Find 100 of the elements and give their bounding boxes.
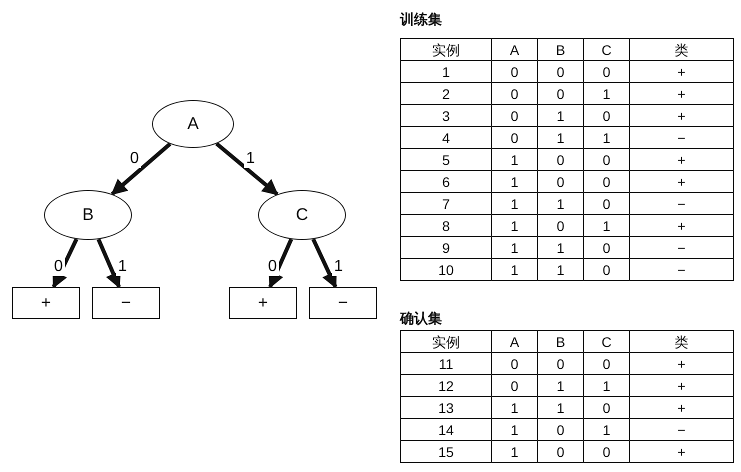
table-cell-value: 14 bbox=[438, 420, 454, 438]
table-cell-value: 0 bbox=[602, 172, 610, 190]
table-cell-value: − bbox=[677, 194, 686, 212]
table-cell-value: 12 bbox=[438, 376, 454, 394]
table-cell-value: 1 bbox=[556, 260, 564, 278]
table-cell-value: 1 bbox=[602, 420, 610, 438]
table-title: 确认集 bbox=[400, 309, 442, 327]
table-cell-value: 0 bbox=[602, 238, 610, 256]
arrow bbox=[96, 238, 121, 288]
table-cell-value: 11 bbox=[438, 354, 454, 372]
column-header: A bbox=[510, 40, 520, 58]
leaf-class-box: − bbox=[92, 287, 160, 319]
table-cell-value: 1 bbox=[602, 84, 610, 102]
table-cell-value: 1 bbox=[556, 376, 564, 394]
table-cell-value: − bbox=[677, 260, 686, 278]
table-cell-value: 1 bbox=[510, 260, 518, 278]
table-cell-value: 1 bbox=[442, 62, 450, 80]
table-cell-value: 1 bbox=[510, 172, 518, 190]
table-cell-value: 0 bbox=[556, 84, 564, 102]
table-cell-value: 0 bbox=[510, 354, 518, 372]
table-cell-value: 0 bbox=[556, 150, 564, 168]
table-cell-value: + bbox=[677, 84, 686, 102]
column-header: C bbox=[601, 40, 612, 58]
arrow bbox=[215, 142, 279, 196]
table-cell-value: + bbox=[677, 62, 686, 80]
table-cell-value: 0 bbox=[602, 354, 610, 372]
column-header: 类 bbox=[674, 40, 688, 58]
edge-label: 0 bbox=[128, 150, 141, 168]
edge-label: 1 bbox=[244, 150, 257, 168]
table-cell-value: 0 bbox=[556, 420, 564, 438]
leaf-class-box: + bbox=[229, 287, 297, 319]
table-cell-value: 0 bbox=[556, 172, 564, 190]
leaf-class-box: + bbox=[12, 287, 80, 319]
table-cell-value: 1 bbox=[556, 194, 564, 212]
table-cell-value: 1 bbox=[510, 398, 518, 416]
table-cell-value: 1 bbox=[510, 216, 518, 234]
table-cell-value: 1 bbox=[556, 128, 564, 146]
table-cell-value: 0 bbox=[510, 62, 518, 80]
column-header: 类 bbox=[674, 332, 688, 350]
table-cell-value: 1 bbox=[602, 216, 610, 234]
table-cell-value: 0 bbox=[510, 106, 518, 124]
table-cell-value: 0 bbox=[602, 106, 610, 124]
table-cell-value: 9 bbox=[442, 238, 450, 256]
table-cell-value: 0 bbox=[510, 128, 518, 146]
column-header: B bbox=[556, 40, 566, 58]
table-cell-value: 0 bbox=[602, 194, 610, 212]
arrow bbox=[52, 238, 78, 288]
table-cell-value: − bbox=[677, 238, 686, 256]
attribute-ellipse: B bbox=[44, 190, 132, 240]
table-cell-value: 0 bbox=[556, 354, 564, 372]
table-cell-value: 0 bbox=[602, 150, 610, 168]
table-cell-value: 1 bbox=[556, 238, 564, 256]
table-cell-value: 15 bbox=[438, 442, 454, 460]
table-cell-value: 8 bbox=[442, 216, 450, 234]
table-cell-value: 1 bbox=[510, 194, 518, 212]
column-header: 实例 bbox=[432, 332, 460, 350]
arrow bbox=[311, 238, 338, 288]
table-cell-value: 0 bbox=[602, 398, 610, 416]
table-cell-value: 4 bbox=[442, 128, 450, 146]
table-cell-value: + bbox=[677, 398, 686, 416]
table-cell-value: 7 bbox=[442, 194, 450, 212]
column-header: C bbox=[601, 332, 612, 350]
table-cell-value: 6 bbox=[442, 172, 450, 190]
table-cell-value: 1 bbox=[602, 376, 610, 394]
table-cell-value: 0 bbox=[510, 84, 518, 102]
table-cell-value: + bbox=[677, 354, 686, 372]
edge-label: 0 bbox=[266, 258, 279, 276]
table-cell-value: 0 bbox=[510, 376, 518, 394]
table-cell-value: 0 bbox=[556, 442, 564, 460]
edge-label: 0 bbox=[52, 258, 65, 276]
edge-label: 1 bbox=[332, 258, 345, 276]
table-cell-value: 5 bbox=[442, 150, 450, 168]
table-cell-value: 1 bbox=[510, 420, 518, 438]
attribute-ellipse: C bbox=[258, 190, 346, 240]
table-cell-value: 13 bbox=[438, 398, 454, 416]
table-cell-value: − bbox=[677, 128, 686, 146]
table-cell-value: + bbox=[677, 376, 686, 394]
table-cell-value: 1 bbox=[556, 106, 564, 124]
table-cell-value: + bbox=[677, 216, 686, 234]
table-cell-value: − bbox=[677, 420, 686, 438]
table-cell-value: 1 bbox=[510, 150, 518, 168]
column-header: A bbox=[510, 332, 520, 350]
arrow bbox=[110, 142, 172, 196]
table-cell-value: + bbox=[677, 106, 686, 124]
table-cell-value: + bbox=[677, 150, 686, 168]
table-cell-value: 10 bbox=[438, 260, 454, 278]
table-cell-value: + bbox=[677, 442, 686, 460]
table-cell-value: 2 bbox=[442, 84, 450, 102]
edge-label: 1 bbox=[116, 258, 129, 276]
table-cell-value: 0 bbox=[602, 260, 610, 278]
column-header: B bbox=[556, 332, 566, 350]
table-title: 训练集 bbox=[400, 10, 442, 28]
table-cell-value: 1 bbox=[556, 398, 564, 416]
table-cell-value: 3 bbox=[442, 106, 450, 124]
arrow bbox=[268, 238, 294, 288]
table-cell-value: 1 bbox=[510, 442, 518, 460]
table-cell-value: 1 bbox=[510, 238, 518, 256]
table-cell-value: 0 bbox=[556, 216, 564, 234]
attribute-ellipse: A bbox=[152, 100, 234, 148]
leaf-class-box: − bbox=[309, 287, 377, 319]
